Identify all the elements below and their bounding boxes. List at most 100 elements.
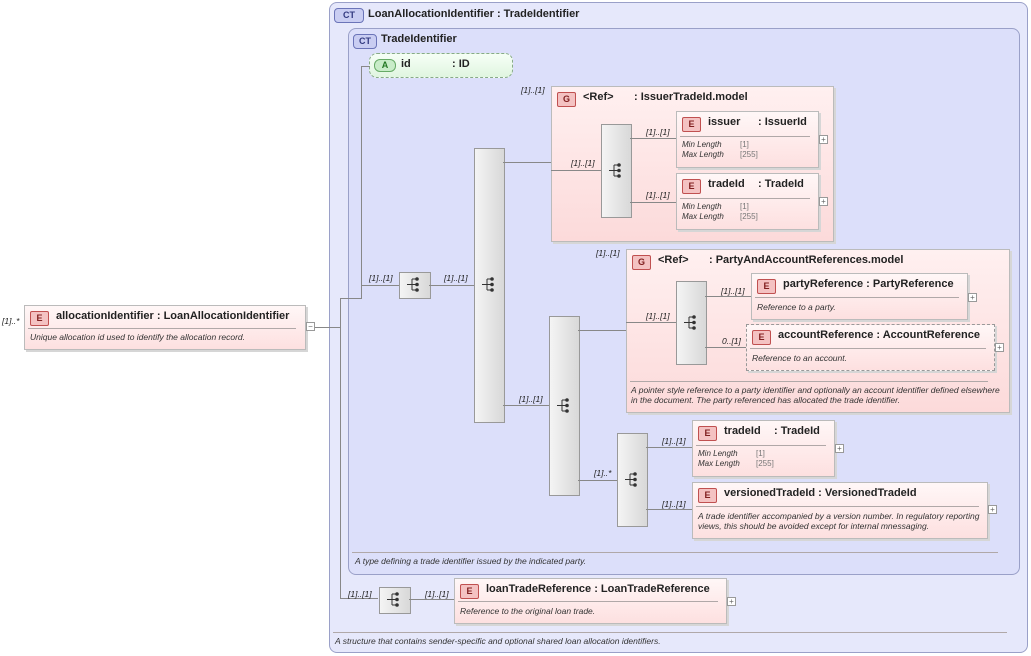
party-ref-card: [1]..[1]: [721, 286, 745, 296]
element-account-reference[interactable]: [746, 324, 995, 371]
inner-ct-doc-separator: [352, 552, 998, 553]
sequence-loan[interactable]: [379, 587, 411, 614]
tradeid-type: : TradeId: [758, 178, 804, 190]
tradeid-name: tradeId: [708, 178, 745, 190]
connector: [551, 170, 601, 171]
account-ref-doc: Reference to an account.: [752, 353, 847, 363]
attribute-type: : ID: [452, 58, 470, 70]
expand-icon[interactable]: +: [819, 135, 828, 144]
expand-icon[interactable]: +: [819, 197, 828, 206]
sequence-icon: [557, 398, 569, 413]
group1-card: [1]..[1]: [521, 85, 545, 95]
expand-icon[interactable]: +: [995, 343, 1004, 352]
trade-el-separator: [696, 445, 826, 446]
trade-el-type: : TradeId: [774, 425, 820, 437]
loan-el-name: loanTradeReference : LoanTradeReference: [486, 583, 710, 595]
expand-icon[interactable]: +: [727, 597, 736, 606]
loan-el-e-badge: E: [460, 584, 479, 599]
expand-icon[interactable]: +: [968, 293, 977, 302]
outer-ct-doc-separator: [333, 632, 1007, 633]
trade-el-card: [1]..[1]: [662, 436, 686, 446]
outer-seq-card: [1]..[1]: [369, 273, 393, 283]
outer-ct-badge: CT: [334, 8, 364, 23]
issuer-name: issuer: [708, 116, 741, 128]
party-ref-separator: [755, 297, 959, 298]
root-e-badge: E: [30, 311, 49, 326]
root-doc: Unique allocation id used to identify th…: [30, 332, 245, 342]
group2-name: <Ref>: [658, 254, 689, 266]
connector: [503, 162, 551, 163]
attribute-badge: A: [374, 59, 396, 72]
outer-ct-title: LoanAllocationIdentifier : TradeIdentifi…: [368, 8, 580, 20]
sequence-icon: [482, 277, 494, 292]
connector: [315, 327, 340, 328]
connector: [626, 322, 676, 323]
connector: [361, 285, 399, 286]
loan-el-doc: Reference to the original loan trade.: [460, 606, 596, 616]
inner-ct-title: TradeIdentifier: [381, 33, 457, 45]
issuer-facet-value: [1]: [740, 140, 749, 149]
sequence-icon: [407, 277, 419, 292]
connector: [503, 405, 549, 406]
sequence-icon: [625, 472, 637, 487]
connector: [646, 509, 692, 510]
account-ref-e-badge: E: [752, 330, 771, 345]
connector: [340, 298, 362, 299]
element-party-reference[interactable]: [751, 273, 968, 320]
group2-badge: G: [632, 255, 651, 270]
connector: [361, 66, 362, 299]
sequence-main[interactable]: [474, 148, 505, 423]
trade-el-name: tradeId: [724, 425, 761, 437]
group2-type: : PartyAndAccountReferences.model: [709, 254, 904, 266]
group2-card: [1]..[1]: [596, 248, 620, 258]
connector: [361, 66, 370, 67]
root-element[interactable]: [24, 305, 306, 350]
connector: [340, 598, 378, 599]
tradeid-facet-key: Min Length: [682, 202, 722, 211]
loan-seq-card: [1]..[1]: [348, 589, 372, 599]
connector: [630, 202, 676, 203]
account-ref-card: 0..[1]: [722, 336, 741, 346]
expand-icon[interactable]: +: [835, 444, 844, 453]
connector: [340, 298, 341, 598]
loan-el-separator: [458, 601, 718, 602]
connector: [646, 447, 692, 448]
versioned-name: versionedTradeId : VersionedTradeId: [724, 487, 917, 499]
group1-type: : IssuerTradeId.model: [634, 91, 748, 103]
issuer-card: [1]..[1]: [646, 127, 670, 137]
party-ref-doc: Reference to a party.: [757, 302, 836, 312]
connector: [578, 330, 626, 331]
group1-seq-card: [1]..[1]: [571, 158, 595, 168]
trade-el-e-badge: E: [698, 426, 717, 441]
rep-seq-card: [1]..*: [594, 468, 612, 478]
outer-ct-doc: A structure that contains sender-specifi…: [335, 636, 661, 646]
trade-el-facet-value: [1]: [756, 449, 765, 458]
group1-badge: G: [557, 92, 576, 107]
expand-icon[interactable]: +: [988, 505, 997, 514]
connector: [429, 285, 474, 286]
versioned-separator: [696, 506, 979, 507]
loan-el-card: [1]..[1]: [425, 589, 449, 599]
versioned-doc: A trade identifier accompanied by a vers…: [698, 511, 980, 531]
account-ref-separator: [750, 348, 986, 349]
tradeid-separator: [680, 198, 810, 199]
trade-el-facet-key: Max Length: [698, 459, 740, 468]
party-ref-e-badge: E: [757, 279, 776, 294]
connector: [705, 296, 751, 297]
root-cardinality: [1]..*: [2, 316, 20, 326]
tradeid-facet-key: Max Length: [682, 212, 724, 221]
versioned-e-badge: E: [698, 488, 717, 503]
group1-name: <Ref>: [583, 91, 614, 103]
attribute-name: id: [401, 58, 411, 70]
inner-ct-doc: A type defining a trade identifier issue…: [355, 556, 587, 566]
inner-ct-badge: CT: [353, 34, 377, 49]
element-versioned-trade-id[interactable]: [692, 482, 988, 539]
tradeid-facet-value: [255]: [740, 212, 758, 221]
connector: [705, 347, 746, 348]
account-ref-name: accountReference : AccountReference: [778, 329, 980, 341]
connector: [409, 599, 454, 600]
issuer-facet-key: Max Length: [682, 150, 724, 159]
issuer-type: : IssuerId: [758, 116, 807, 128]
collapse-icon[interactable]: −: [306, 322, 315, 331]
issuer-facet-key: Min Length: [682, 140, 722, 149]
